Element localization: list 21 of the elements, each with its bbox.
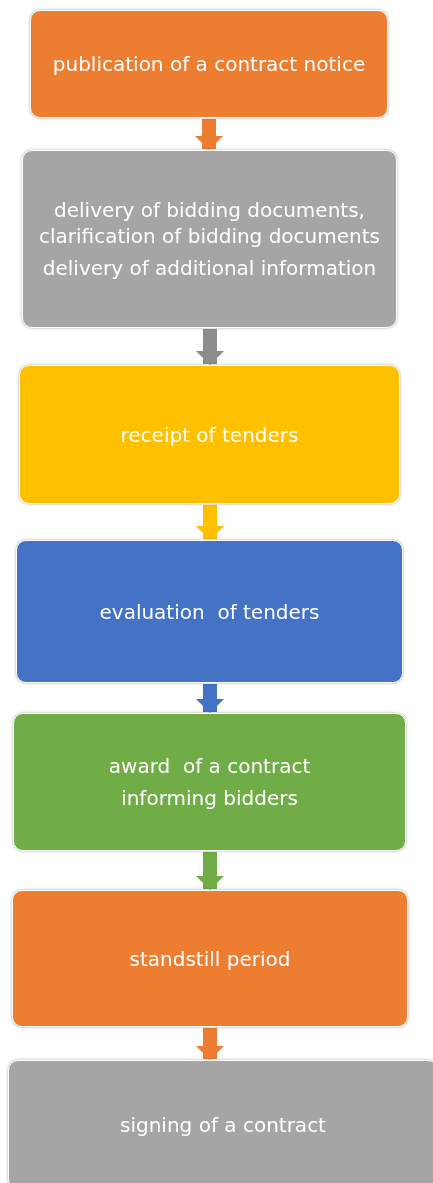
process-box: [8, 1060, 433, 1183]
step-text: publication of a contract notice: [52, 51, 366, 77]
step-text: delivery of additional information: [42, 255, 377, 281]
step-text: signing of a contract: [120, 1112, 326, 1138]
step-text: evaluation of tenders: [99, 598, 320, 625]
down-arrow: [196, 852, 224, 890]
down-arrow: [196, 684, 224, 713]
down-arrow: [196, 329, 224, 365]
down-arrow: [196, 1028, 224, 1060]
down-arrow: [195, 119, 223, 150]
process-box: [12, 890, 408, 1027]
down-arrow: [196, 505, 224, 540]
process-box: [22, 150, 397, 328]
step-text: standstill period: [129, 945, 291, 972]
step-text: receipt of tenders: [120, 421, 299, 448]
step-text: informing bidders: [121, 785, 298, 811]
process-box: [13, 713, 406, 851]
step-text: award of a contract: [108, 753, 311, 779]
process-box: [16, 540, 403, 683]
process-box: [30, 10, 388, 118]
process-box: [19, 365, 400, 504]
